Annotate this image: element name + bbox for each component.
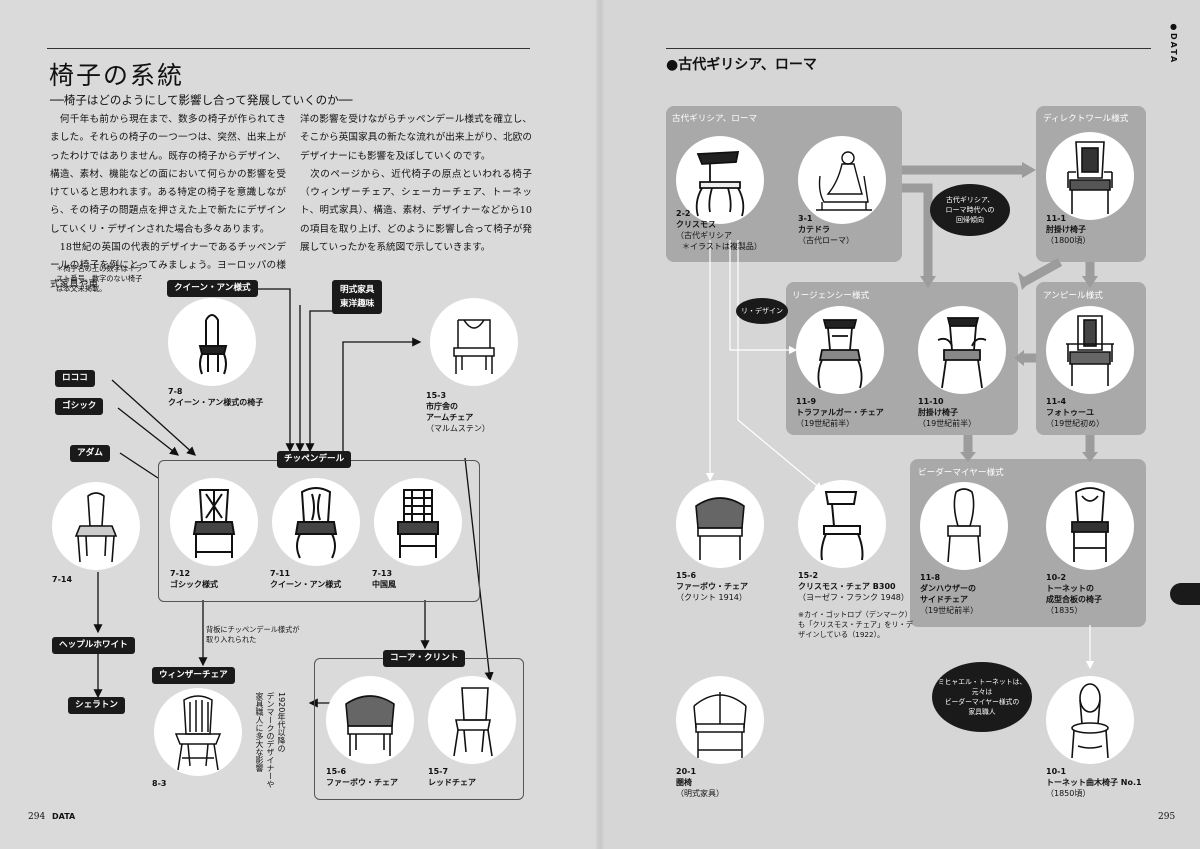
chair-illustration-15-7 [428,676,516,764]
body-column-1: 何千年も前から現在まで、数多の椅子が作られてきました。それらの椅子の一つ一つは、… [50,111,286,294]
chair-illustration-7-13 [374,478,462,566]
tag-chippendale: チッペンデール [277,451,352,468]
tag-windsor: ウィンザーチェア [152,667,235,684]
chair-illustration-11-4 [1046,306,1134,394]
caption-8-3: 8-3 [152,779,167,788]
tag-koare-klint: コーア・クリント [383,650,466,667]
tag-gothic: ゴシック [55,398,104,415]
left-connectors [93,288,494,708]
page-number-left: 294 [28,812,46,822]
footnote-line: は本文未掲載。 [56,284,107,293]
tag-adam: アダム [70,445,110,462]
chair-illustration-8-3 [154,688,242,776]
chair-illustration-11-8 [920,482,1008,570]
body-paragraph: 何千年も前から現在まで、数多の椅子が作られてきました。それらの椅子の一つ一つは、… [50,114,286,235]
chair-illustration-15-6-right [676,480,764,568]
tag-queen-anne: クイーン・アン様式 [167,280,258,297]
chair-illustration-11-1 [1046,132,1134,220]
folio-label: DATA [52,812,76,821]
page-number-right: 295 [1158,812,1176,822]
tag-hepplewhite: ヘップルホワイト [52,637,135,654]
section-thumb-tab [1170,583,1200,605]
bubble-revival: 古代ギリシア、 ローマ時代への 回帰傾向 [930,184,1010,236]
body-paragraph: 18世紀の英国の代表的デザイナーであるチッペンデールの椅子を例にとってみましょう… [50,242,286,290]
body-paragraph: 洋の影響を受けながらチッペンデール様式を確立し、そこから英国家具の新たな流れが出… [300,114,532,162]
chair-illustration-10-2 [1046,482,1134,570]
label-biedermeier: ビーダーマイヤー様式 [918,468,1004,478]
title-rule [47,48,530,49]
heading-rule [666,48,1151,49]
chair-illustration-20-1 [676,676,764,764]
bubble-thonet: ミヒャエル・トーネットは、 元々は ビーダーマイヤー様式の 家具職人 [932,662,1032,732]
section-heading: ●古代ギリシア、ローマ [666,57,817,73]
chair-illustration-15-6-left [326,676,414,764]
footnote-line: ＊椅子名の上の数字はイラ [56,264,143,273]
chair-illustration-7-11 [272,478,360,566]
chair-illustration-10-1 [1046,676,1134,764]
body-column-2: 洋の影響を受けながらチッペンデール様式を確立し、そこから英国家具の新たな流れが出… [300,111,532,257]
label-directoire: ディレクトワール様式 [1043,114,1129,124]
chair-illustration-7-8 [168,298,256,386]
chair-illustration-2-2 [676,136,764,224]
chair-illustration-15-3 [430,298,518,386]
tag-ming-furniture: 明式家具 東洋趣味 [332,280,383,314]
tag-rococo: ロココ [55,370,95,387]
book-gutter [596,0,604,849]
note-klint-redesign: ※カイ・ゴットロプ（デンマーク） も「クリスモス・チェア」をリ・デ ザインしてい… [798,610,914,639]
page-title: 椅子の系統 [49,61,185,90]
caption-7-14: 7-14 [52,575,73,584]
label-empire: アンピール様式 [1043,291,1103,301]
chair-illustration-3-1 [798,136,886,224]
chair-illustration-15-2 [798,480,886,568]
tag-sheraton: シェラトン [68,697,125,714]
note-1920s-influence: 1920年代以降の デンマークのデザイナーや 家具職人に多大な影響 [255,692,286,788]
page-subtitle: ──椅子はどのようにして影響し合って発展していくのか── [50,93,353,107]
bubble-redesign: リ・デザイン [736,298,788,324]
footnote-line: スト番号。数字のない椅子 [56,274,143,283]
chair-illustration-11-10 [918,306,1006,394]
footnote: ＊椅子名の上の数字はイラ スト番号。数字のない椅子 は本文未掲載。 [56,264,142,294]
chair-illustration-7-12 [170,478,258,566]
side-data-label: ●DATA [1169,22,1178,65]
note-backrest: 背板にチッペンデール様式が 取り入れられた [206,625,300,644]
body-paragraph: 次のページから、近代椅子の原点といわれる椅子（ウィンザーチェア、シェーカーチェア… [300,168,532,254]
chair-illustration-11-9 [796,306,884,394]
chair-illustration-7-14 [52,482,140,570]
label-greek-roman: 古代ギリシア、ローマ [672,114,758,124]
label-regency: リージェンシー様式 [792,291,870,301]
